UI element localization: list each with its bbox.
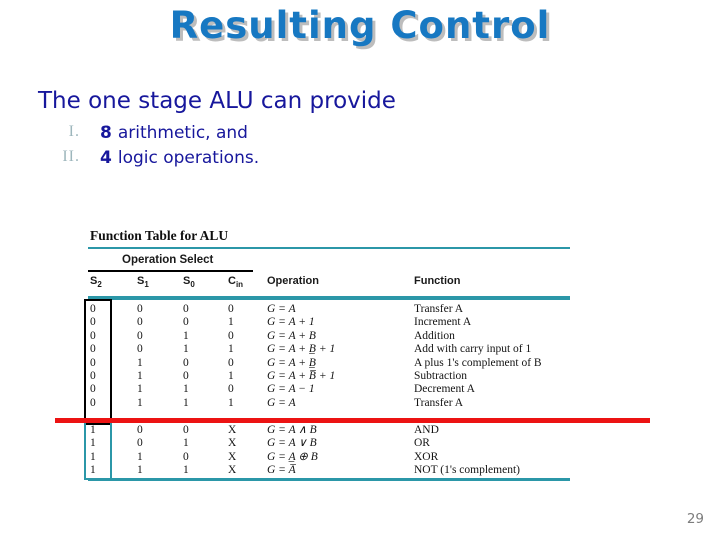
col-header-cin: Cin xyxy=(228,275,244,290)
table-bottom-rule xyxy=(88,478,570,481)
logic-select-highlight-box xyxy=(84,421,112,480)
arithmetic-select-highlight-box xyxy=(84,299,112,425)
col-header-function: Function xyxy=(414,275,461,287)
list-numeral: I. xyxy=(68,123,80,140)
table-header-row: S2 S1 S0 Cin Operation Function xyxy=(88,275,572,289)
list-item-text: arithmetic, and xyxy=(117,123,248,143)
list-item-number: 4 xyxy=(100,148,112,168)
table-group-header: Operation Select xyxy=(122,254,214,266)
list-numeral: II. xyxy=(62,148,80,165)
col-header-s0: S0 xyxy=(183,275,195,290)
table-top-rule xyxy=(88,247,570,249)
page-number: 29 xyxy=(686,511,704,527)
col-header-s2: S2 xyxy=(90,275,102,290)
list-item-text: logic operations. xyxy=(117,148,260,168)
red-strike-line xyxy=(55,418,650,423)
group-header-underline xyxy=(88,270,253,272)
body-heading: The one stage ALU can provide xyxy=(38,88,396,114)
table-title: Function Table for ALU xyxy=(90,228,229,243)
col-header-s1: S1 xyxy=(137,275,149,290)
table-header-rule xyxy=(88,296,570,300)
col-header-operation: Operation xyxy=(267,275,319,287)
alu-function-table: Function Table for ALU Operation Select … xyxy=(84,228,572,483)
list-item-number: 8 xyxy=(100,123,112,143)
slide-title: Resulting Control xyxy=(169,4,551,47)
